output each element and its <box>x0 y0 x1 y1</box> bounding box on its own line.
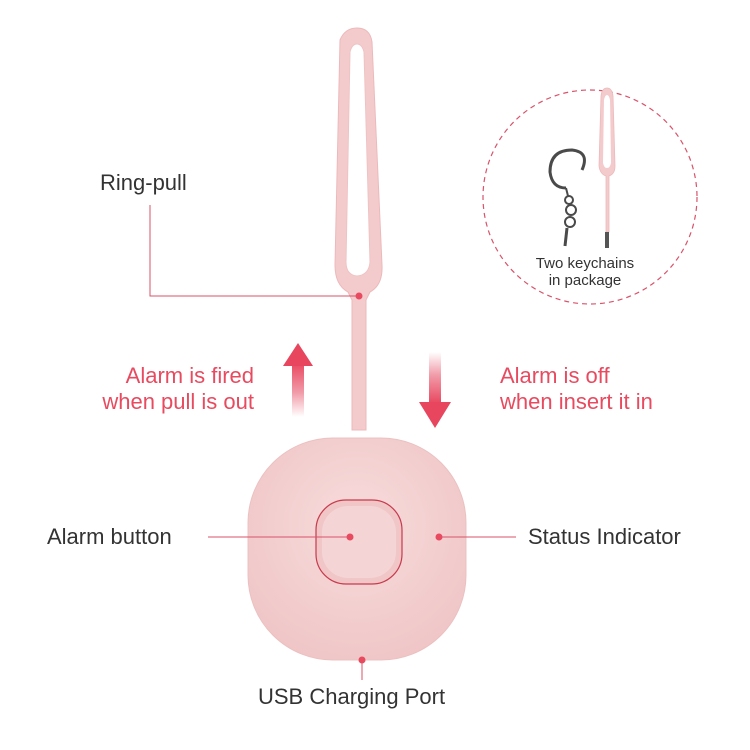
status-indicator-dot <box>435 533 443 541</box>
leader-lines <box>149 205 516 680</box>
alarm-fired-line2: when pull is out <box>102 389 254 414</box>
mini-strap-icon <box>598 87 616 248</box>
keychains-note: Two keychains in package <box>520 255 650 289</box>
alarm-off-line1: Alarm is off <box>500 363 610 388</box>
alarm-off-line2: when insert it in <box>500 389 653 414</box>
ring-pull-label: Ring-pull <box>100 170 187 195</box>
ring-pull-leader <box>149 205 356 297</box>
keychain-clasp-icon <box>548 148 586 247</box>
ring-pull-strap <box>334 27 383 431</box>
alarm-fired-caption: Alarm is fired when pull is out <box>60 363 254 415</box>
up-arrow-icon <box>283 343 313 417</box>
alarm-button-dot <box>346 533 354 541</box>
alarm-button-label: Alarm button <box>47 524 172 549</box>
keychains-line1: Two keychains <box>535 255 635 272</box>
device-body <box>247 437 467 661</box>
alarm-off-caption: Alarm is off when insert it in <box>500 363 653 415</box>
keychains-inset-circle <box>482 89 698 305</box>
usb-port-dot <box>358 656 366 664</box>
alarm-fired-line1: Alarm is fired <box>125 363 254 388</box>
down-arrow-icon <box>419 352 451 428</box>
usb-port-label: USB Charging Port <box>258 684 446 709</box>
status-indicator-label: Status Indicator <box>528 524 681 549</box>
keychains-line2: in package <box>548 272 622 289</box>
ring-pull-dot <box>355 292 363 300</box>
